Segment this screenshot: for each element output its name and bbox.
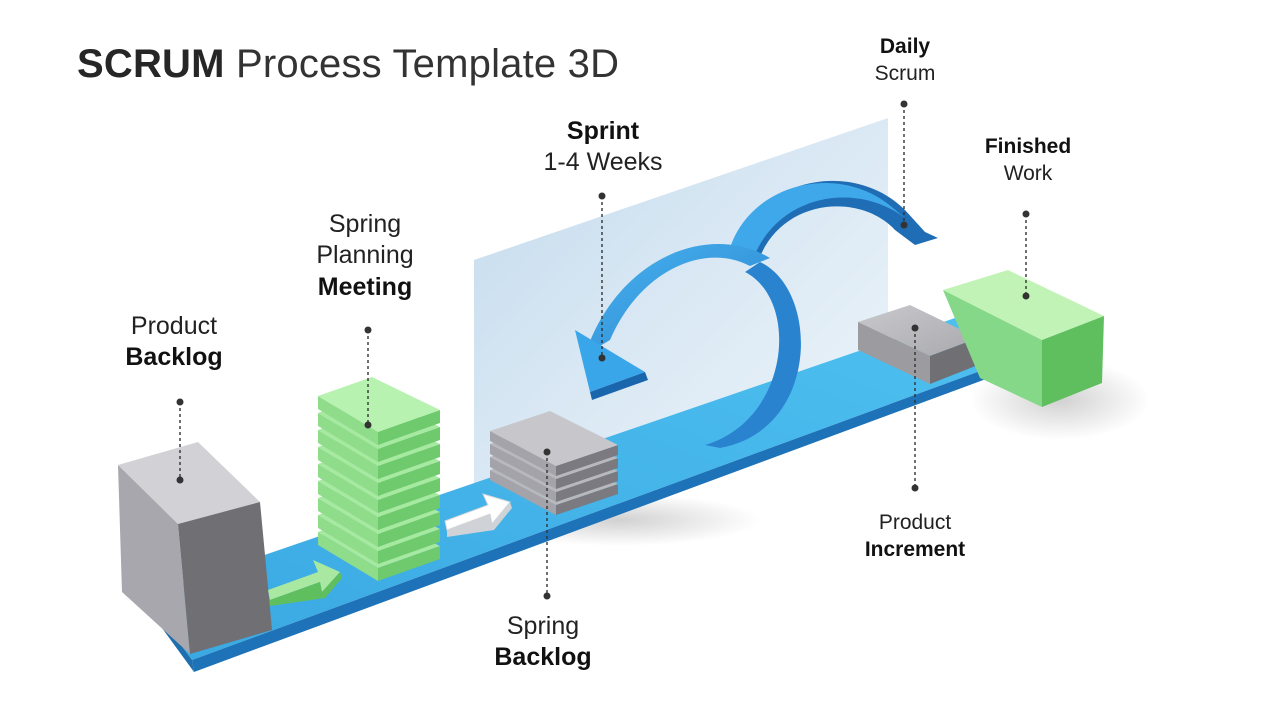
label-planning-meeting: Spring Planning Meeting [290, 209, 440, 303]
label-line: Scrum [874, 62, 936, 86]
leader-lines [179, 104, 1027, 596]
sprint-backlog-layer-left [490, 444, 556, 489]
planning-stack-layer-right [378, 529, 440, 564]
planning-stack-layer-left [318, 396, 378, 445]
title-bold: SCRUM [77, 42, 225, 86]
sprint-cycle-arrowhead [575, 330, 645, 392]
planning-stack-layer-right [378, 410, 440, 445]
sprint-backlog-layer-left [490, 457, 556, 502]
sprint-backlog-layer-left [490, 431, 556, 476]
planning-stack-layer-left [318, 447, 378, 496]
sprint-backlog-stack [490, 411, 618, 515]
label-line: Spring [328, 210, 402, 238]
planning-stack-layer-right [378, 546, 440, 581]
planning-stack-layer-left [318, 430, 378, 479]
sprint-cycle-loop-front [585, 244, 770, 355]
planning-stack-layer-left [318, 413, 378, 462]
label-line-bold: Meeting [317, 272, 413, 301]
label-line: Planning [316, 241, 414, 270]
planning-stack-layer-top [318, 377, 440, 432]
label-line: Product [878, 511, 952, 534]
leader-dots [176, 100, 1030, 600]
label-line: Spring [506, 612, 580, 640]
sprint-cycle-arrowhead-edge [590, 372, 648, 400]
planning-stack-layer-right [378, 427, 440, 462]
label-line: 1-4 Weeks [543, 148, 663, 177]
label-line-bold: Backlog [494, 643, 592, 672]
planning-stack-layer-right [378, 478, 440, 513]
label-line: Product [130, 312, 218, 340]
planning-meeting-stack [318, 377, 440, 581]
flow-arrow-green [268, 560, 342, 606]
planning-stack-layer-right [378, 495, 440, 530]
label-sprint: Sprint 1-4 Weeks [523, 116, 683, 179]
sprint-cycle-arrow-top [730, 183, 905, 262]
label-finished-work: Finished Work [963, 133, 1093, 188]
product-backlog-block [118, 442, 272, 654]
label-daily-scrum: Daily Scrum [845, 33, 965, 88]
label-line-bold: Increment [864, 538, 966, 562]
sprint-backlog-layer-right [556, 445, 618, 476]
label-spring-backlog: Spring Backlog [473, 611, 613, 674]
planning-stack-layer-left [318, 481, 378, 530]
sprint-backlog-layer-right [556, 484, 618, 515]
label-line-bold: Finished [984, 135, 1072, 158]
sprint-backlog-layer-right [556, 471, 618, 502]
finished-work-block [943, 270, 1104, 407]
label-line-bold: Daily [879, 35, 931, 58]
product-increment-block [858, 305, 978, 384]
title-rest: Process Template 3D [224, 42, 620, 86]
label-line: Work [1003, 162, 1053, 186]
label-line-bold: Backlog [125, 343, 223, 372]
label-product-increment: Product Increment [840, 509, 990, 564]
page-title: SCRUM Process Template 3D [77, 42, 619, 87]
planning-stack-layer-left [318, 464, 378, 513]
conveyor-belt-front [192, 352, 1032, 672]
sprint-cycle-loop [705, 262, 801, 448]
planning-stack-layer-left [318, 498, 378, 547]
planning-stack-layer-right [378, 444, 440, 479]
planning-stack-layer-left [318, 532, 378, 581]
label-line-bold: Sprint [566, 117, 640, 145]
flow-arrow-white [444, 493, 512, 537]
planning-stack-layer-right [378, 461, 440, 496]
sprint-backlog-layer-right [556, 458, 618, 489]
planning-stack-layer-right [378, 512, 440, 547]
sprint-backlog-layer-top [490, 411, 618, 466]
sprint-backlog-layer-left [490, 470, 556, 515]
planning-stack-layer-left [318, 515, 378, 564]
label-product-backlog: Product Backlog [104, 311, 244, 374]
